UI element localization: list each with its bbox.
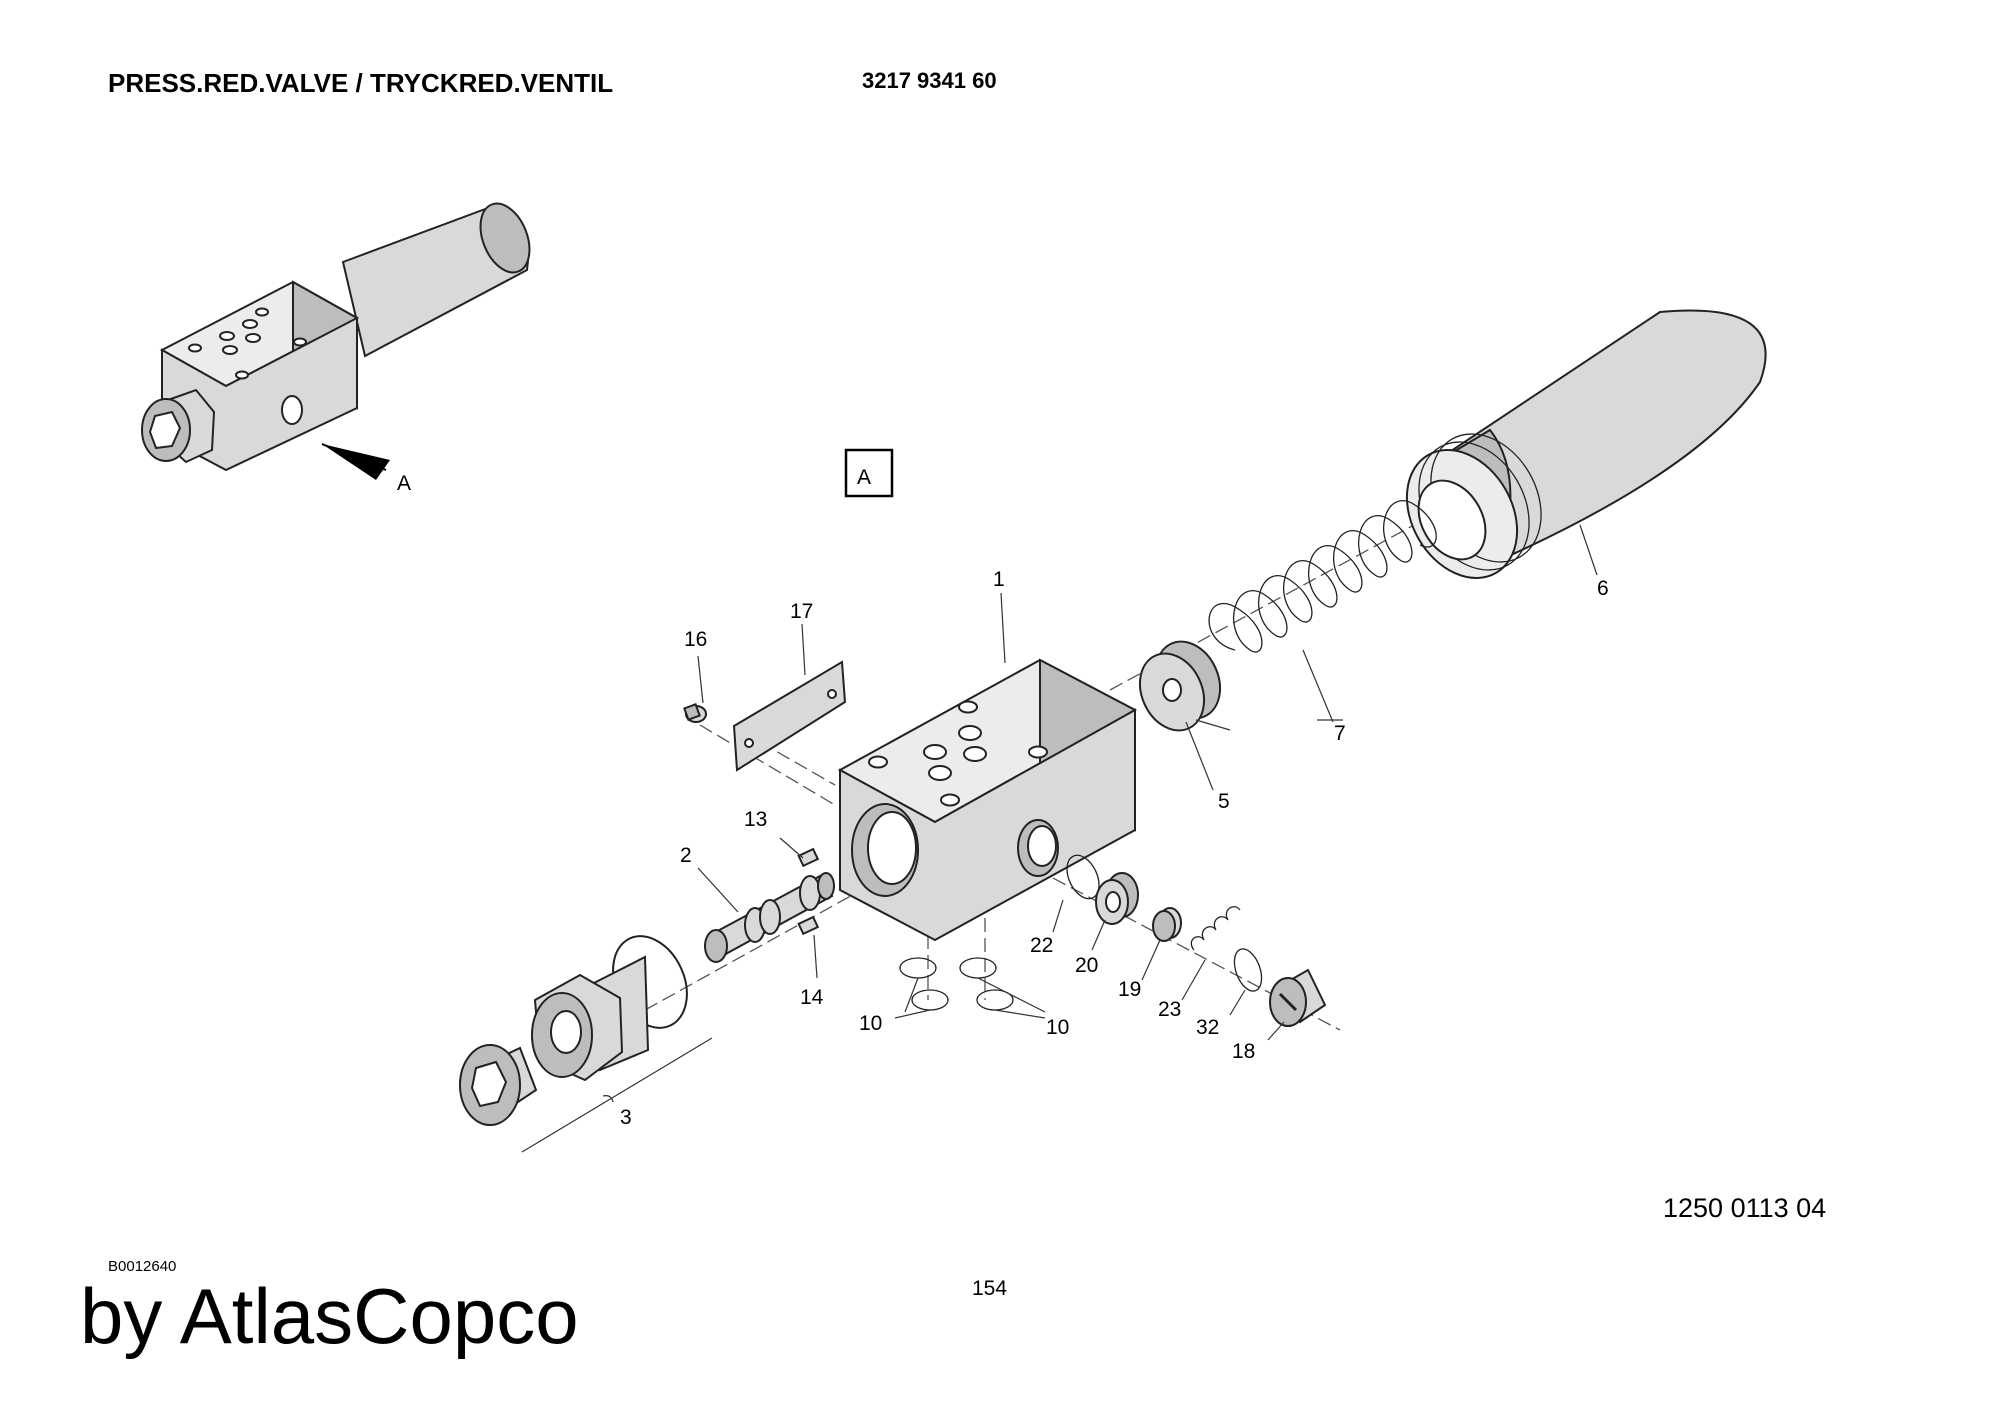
part-22-o-ring	[1066, 854, 1100, 900]
part-6-spring-housing	[1405, 309, 1767, 579]
callout-23: 23	[1158, 998, 1181, 1021]
part-1-valve-body	[837, 658, 1138, 942]
view-label: A	[857, 466, 871, 489]
callout-10-right: 10	[1046, 1016, 1069, 1039]
callout-18: 18	[1232, 1040, 1255, 1063]
callout-1: 1	[993, 568, 1005, 591]
part-10-o-rings	[899, 957, 1014, 1011]
view-arrow-label: A	[397, 472, 411, 495]
view-label-box: A	[844, 448, 894, 498]
callout-13: 13	[744, 808, 767, 831]
callout-10-left: 10	[859, 1012, 882, 1035]
callout-20: 20	[1075, 954, 1098, 977]
callout-16: 16	[684, 628, 707, 651]
part-5-spring-plate	[1138, 640, 1222, 732]
callout-2: 2	[680, 844, 692, 867]
part-16-screw	[683, 703, 707, 723]
reference-code: B0012640	[108, 1258, 177, 1275]
part-17-name-plate	[732, 660, 847, 772]
part-32-o-ring	[1233, 948, 1263, 992]
part-23-small-spring	[1190, 906, 1241, 951]
callout-7: 7	[1334, 722, 1346, 745]
callout-labels: 1 2 3 5 6 7 10 10 13 14 16 17 18 19 20 2…	[620, 568, 1609, 1129]
part-number: 3217 9341 60	[862, 68, 997, 93]
part-20-valve-insert	[1095, 872, 1139, 925]
part-3-adjusting-plug-assembly	[459, 935, 688, 1126]
part-7-spring	[1208, 500, 1437, 653]
callout-3: 3	[620, 1106, 632, 1129]
part-19-valve-seat	[1152, 907, 1182, 942]
callout-17: 17	[790, 600, 813, 623]
part-13-pin	[797, 847, 820, 868]
callout-32: 32	[1196, 1016, 1219, 1039]
callout-leader-lines	[521, 524, 1598, 1153]
callout-14: 14	[800, 986, 824, 1009]
part-14-pin	[797, 915, 820, 936]
assembled-valve-overview: A	[141, 202, 531, 495]
part-2-valve-spool	[704, 872, 835, 963]
page-title: PRESS.RED.VALVE / TRYCKRED.VENTIL	[108, 68, 614, 98]
page-number: 154	[972, 1277, 1008, 1300]
callout-6: 6	[1597, 577, 1609, 600]
callout-5: 5	[1218, 790, 1230, 813]
callout-22: 22	[1030, 934, 1053, 957]
callout-19: 19	[1118, 978, 1141, 1001]
drawing-number: 1250 0113 04	[1663, 1193, 1827, 1223]
brand-watermark: by AtlasCopco	[80, 1272, 579, 1360]
part-18-plug	[1269, 968, 1327, 1027]
